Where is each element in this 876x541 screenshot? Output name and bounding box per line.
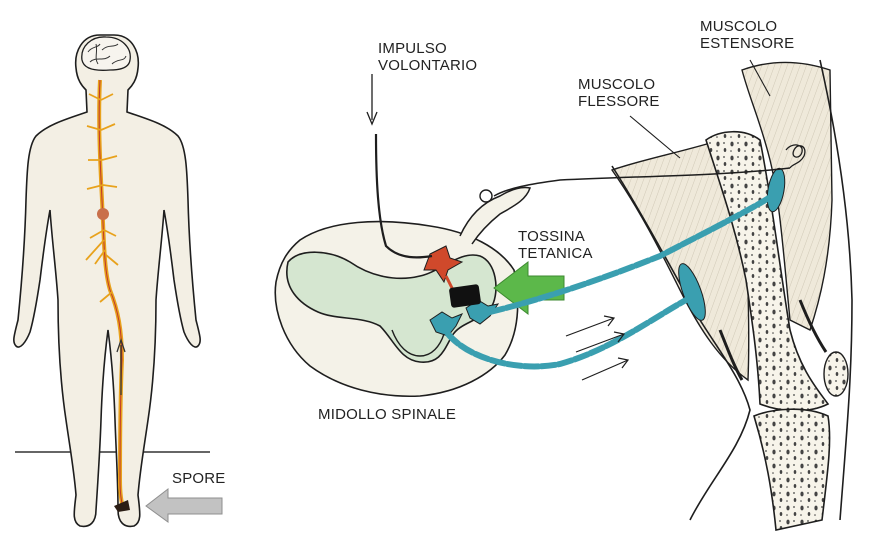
toxin-block xyxy=(449,284,481,308)
label-toxin: TOSSINA TETANICA xyxy=(518,228,593,262)
label-toxin-line1: TOSSINA xyxy=(518,228,593,245)
label-flexor-line1: MUSCOLO xyxy=(578,76,660,93)
label-extensor-line2: ESTENSORE xyxy=(700,35,794,52)
brain-icon xyxy=(82,37,130,70)
tibia-bone xyxy=(754,409,830,530)
label-impulse-line1: IMPULSO xyxy=(378,40,477,57)
human-figure xyxy=(14,35,210,526)
dorsal-ganglion xyxy=(480,190,492,202)
label-flexor-line2: FLESSORE xyxy=(578,93,660,110)
kneecap xyxy=(824,352,848,396)
label-impulse-line2: VOLONTARIO xyxy=(378,57,477,74)
spinal-cord-section xyxy=(275,187,530,396)
label-spores: SPORE xyxy=(172,470,226,487)
label-toxin-line2: TETANICA xyxy=(518,245,593,262)
label-spinal-cord: MIDOLLO SPINALE xyxy=(318,406,456,423)
label-extensor: MUSCOLO ESTENSORE xyxy=(700,18,794,52)
spore-arrow xyxy=(146,489,222,522)
spinal-nerve-node xyxy=(97,208,109,220)
label-flexor: MUSCOLO FLESSORE xyxy=(578,76,660,110)
flexor-pointer xyxy=(630,116,680,158)
label-extensor-line1: MUSCOLO xyxy=(700,18,794,35)
label-spores-text: SPORE xyxy=(172,470,226,487)
label-impulse: IMPULSO VOLONTARIO xyxy=(378,40,477,74)
label-spinal-cord-text: MIDOLLO SPINALE xyxy=(318,406,456,423)
